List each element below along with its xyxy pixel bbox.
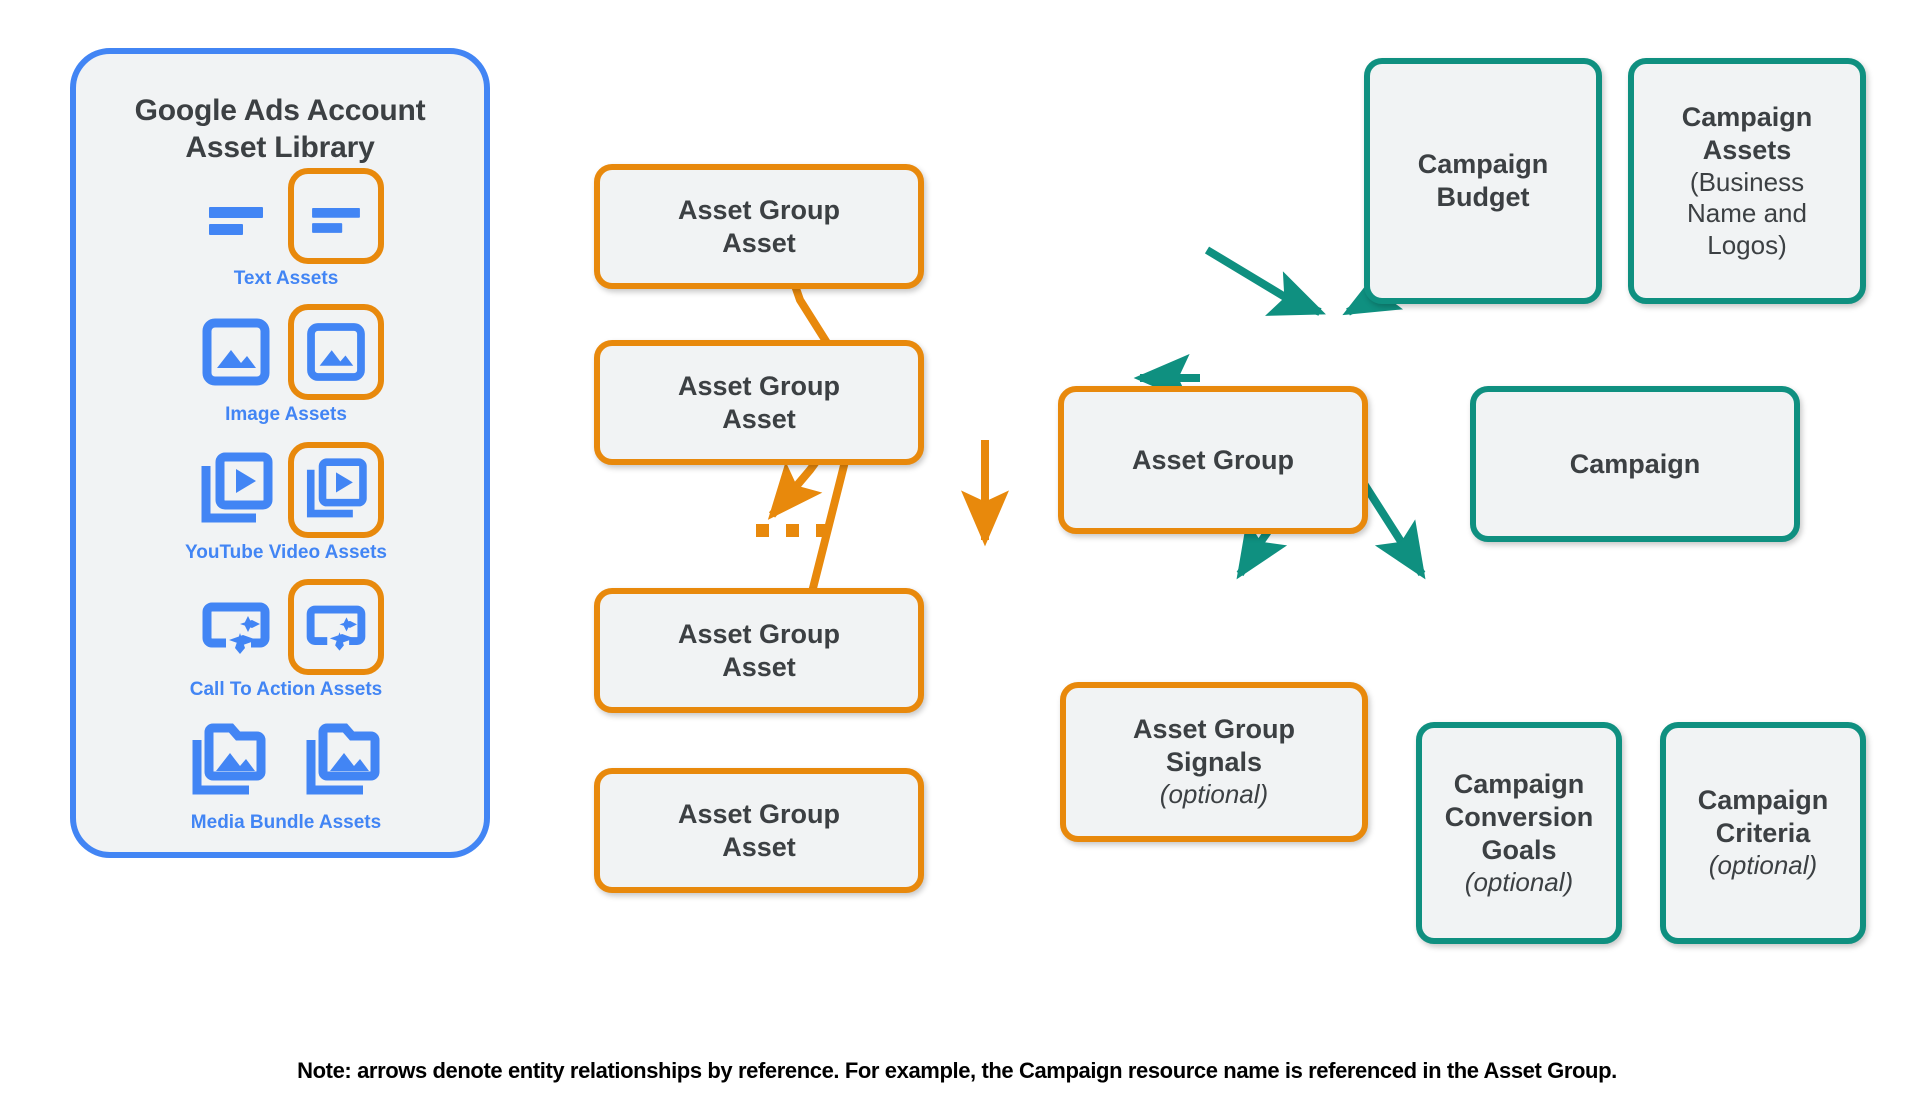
library-title-line1: Google Ads Account xyxy=(134,94,426,127)
campaign-assets-line1: Campaign xyxy=(1681,102,1813,133)
asset-caption-media-bundle: Media Bundle Assets xyxy=(190,812,382,833)
ellipsis-dot-2 xyxy=(786,524,799,537)
asset-group-asset-node-4[interactable]: Asset Group Asset xyxy=(594,768,924,893)
campaign-node[interactable]: Campaign xyxy=(1470,386,1800,542)
asset-row-cta: Call To Action Assets xyxy=(76,579,496,701)
asset-row-media-bundle: Media Bundle Assets xyxy=(76,712,496,834)
campaign-criteria-line2: Criteria xyxy=(1715,818,1811,849)
campaign-label: Campaign xyxy=(1569,448,1701,479)
asset-group-signals-line2: Signals xyxy=(1165,747,1263,778)
asset-row-video: YouTube Video Assets xyxy=(76,442,496,564)
asset-group-asset-line2-4: Asset xyxy=(722,831,796,862)
asset-group-asset-node-2[interactable]: Asset Group Asset xyxy=(594,340,924,465)
text-asset-icon-selected[interactable] xyxy=(288,168,384,264)
asset-group-asset-line2-3: Asset xyxy=(722,651,796,682)
campaign-criteria-optional: (optional) xyxy=(1708,850,1818,881)
campaign-conversion-goals-node[interactable]: Campaign Conversion Goals (optional) xyxy=(1416,722,1622,944)
media-bundle-asset-icon-plain-2 xyxy=(295,712,391,808)
asset-group-asset-node-1[interactable]: Asset Group Asset xyxy=(594,164,924,289)
library-title-line2: Asset Library xyxy=(185,131,375,165)
campaign-budget-line2: Budget xyxy=(1436,182,1530,212)
asset-group-label: Asset Group xyxy=(1131,444,1295,475)
asset-row-text: Text Assets xyxy=(76,168,496,290)
video-asset-icon-plain xyxy=(188,442,284,538)
ellipsis-dot-3 xyxy=(816,524,829,537)
campaign-criteria-line1: Campaign xyxy=(1697,785,1829,816)
asset-group-signals-line1: Asset Group xyxy=(1132,714,1296,745)
asset-group-asset-line1-4: Asset Group xyxy=(677,798,841,829)
campaign-assets-detail-l1: (Business xyxy=(1689,167,1805,198)
asset-group-node[interactable]: Asset Group xyxy=(1058,386,1368,534)
asset-group-signals-node[interactable]: Asset Group Signals (optional) xyxy=(1060,682,1368,842)
call-to-action-asset-icon-selected[interactable] xyxy=(288,579,384,675)
text-asset-icon-plain xyxy=(188,168,284,264)
campaign-assets-detail-l3: Logos) xyxy=(1707,229,1787,260)
asset-caption-video: YouTube Video Assets xyxy=(184,542,387,563)
campaign-conversion-goals-line2: Conversion xyxy=(1444,801,1594,832)
campaign-budget-line1: Campaign xyxy=(1417,149,1549,180)
asset-group-signals-optional: (optional) xyxy=(1159,779,1269,810)
campaign-assets-detail-l2: Name and xyxy=(1687,198,1807,229)
campaign-assets-line2: Assets xyxy=(1702,135,1792,166)
campaign-conversion-goals-line1: Campaign xyxy=(1453,768,1585,799)
campaign-budget-node[interactable]: Campaign Budget xyxy=(1364,58,1602,304)
video-asset-icon-selected[interactable] xyxy=(288,442,384,538)
asset-caption-image: Image Assets xyxy=(225,404,347,425)
asset-group-asset-line2-1: Asset xyxy=(722,227,796,258)
campaign-assets-node[interactable]: Campaign Assets (Business Name and Logos… xyxy=(1628,58,1866,304)
library-title: Google Ads Account Asset Library xyxy=(76,92,484,166)
asset-caption-cta: Call To Action Assets xyxy=(189,679,383,700)
asset-group-asset-line1-1: Asset Group xyxy=(677,194,841,225)
asset-group-asset-line2-2: Asset xyxy=(722,403,796,434)
asset-group-asset-line1-2: Asset Group xyxy=(677,370,841,401)
campaign-conversion-goals-line3: Goals xyxy=(1481,834,1557,865)
asset-caption-text: Text Assets xyxy=(233,268,339,289)
google-ads-asset-library-panel: Google Ads Account Asset Library xyxy=(70,48,490,858)
asset-group-asset-node-3[interactable]: Asset Group Asset xyxy=(594,588,924,713)
asset-row-image: Image Assets xyxy=(76,304,496,426)
campaign-conversion-goals-optional: (optional) xyxy=(1464,866,1574,897)
image-asset-icon-plain xyxy=(188,304,284,400)
campaign-criteria-node[interactable]: Campaign Criteria (optional) xyxy=(1660,722,1866,944)
ellipsis-indicator xyxy=(756,524,829,537)
media-bundle-asset-icon-plain-1 xyxy=(181,712,277,808)
asset-group-asset-line1-3: Asset Group xyxy=(677,618,841,649)
image-asset-icon-selected[interactable] xyxy=(288,304,384,400)
footer-note: Note: arrows denote entity relationships… xyxy=(297,1058,1617,1083)
call-to-action-asset-icon-plain xyxy=(188,579,284,675)
ellipsis-dot-1 xyxy=(756,524,769,537)
